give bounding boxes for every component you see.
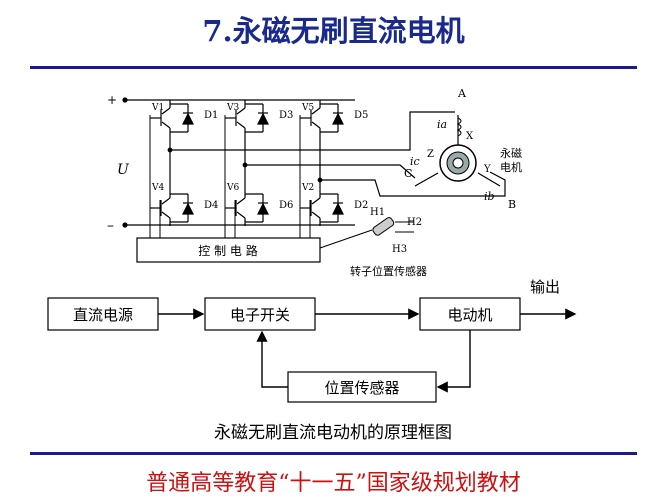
diode-label-d3: D3 (279, 110, 293, 121)
motor-label-line1: 永磁 (500, 146, 522, 160)
control-circuit-box (136, 237, 321, 263)
phase-a-label: A (457, 87, 467, 100)
lower-switch-2 (225, 190, 269, 226)
switch-label-v1: V1 (151, 103, 164, 113)
slide-footer: 普通高等教育“十一五”国家级规划教材 (146, 471, 521, 496)
output-label: 输出 (530, 278, 560, 296)
dc-voltage-label: U (117, 162, 130, 178)
phase-lines (195, 111, 506, 197)
upper-switch-1 (150, 100, 194, 136)
title-underline (30, 66, 637, 69)
minus-terminal: – (107, 218, 114, 234)
hall-h2-label: H2 (407, 217, 422, 228)
current-ib-label: ib (484, 190, 495, 203)
rotor-sensor-caption: 转子位置传感器 (350, 264, 427, 278)
phase-b-label: B (508, 198, 516, 211)
phase-c-label: C (404, 167, 412, 180)
motor-symbol (414, 115, 501, 187)
winding-x-label: X (466, 131, 474, 142)
position-sensor-box (287, 371, 437, 403)
hall-sensor (319, 217, 414, 249)
plus-terminal: + (107, 93, 117, 107)
current-ic-label: ic (410, 155, 420, 168)
bridge-legs (150, 100, 345, 226)
switch-label-v3: V3 (226, 103, 239, 113)
diode-label-d4: D4 (204, 200, 218, 211)
dc-source-label: 直流电源 (73, 306, 133, 324)
diode-label-d5: D5 (354, 110, 368, 121)
inverter-circuit (122, 97, 355, 228)
lower-switch-3 (300, 190, 344, 226)
winding-z-label: Z (427, 149, 434, 160)
dc-source-box (47, 297, 159, 331)
hall-h3-label: H3 (392, 244, 407, 255)
switch-label-v2: V2 (301, 183, 314, 193)
motor-block-label: 电动机 (447, 306, 492, 324)
control-circuit-label: 控 制 电 路 (198, 243, 257, 258)
switch-label-v6: V6 (226, 183, 239, 193)
slide-title: 7.永磁无刷直流电机 (202, 14, 465, 48)
motor-label-line2: 电机 (500, 160, 522, 174)
upper-switch-2 (225, 100, 269, 136)
block-diagram (47, 297, 521, 403)
upper-switch-3 (300, 100, 344, 136)
diode-label-d2: D2 (354, 200, 368, 211)
diode-label-d6: D6 (279, 200, 293, 211)
switch-label-v4: V4 (151, 183, 164, 193)
diode-label-d1: D1 (204, 110, 218, 121)
footer-rule (30, 452, 637, 455)
lower-switch-1 (150, 190, 194, 226)
block-arrows (158, 308, 577, 393)
switch-label-v5: V5 (301, 103, 314, 113)
electronic-switch-label: 电子开关 (230, 306, 290, 324)
current-ia-label: ia (437, 118, 447, 131)
hall-h1-label: H1 (370, 207, 385, 218)
gate-lines (149, 115, 311, 238)
diagram-caption: 永磁无刷直流电动机的原理框图 (214, 423, 452, 443)
position-sensor-label: 位置传感器 (324, 379, 399, 397)
electronic-switch-box (204, 297, 316, 331)
winding-y-label: Y (483, 164, 491, 175)
